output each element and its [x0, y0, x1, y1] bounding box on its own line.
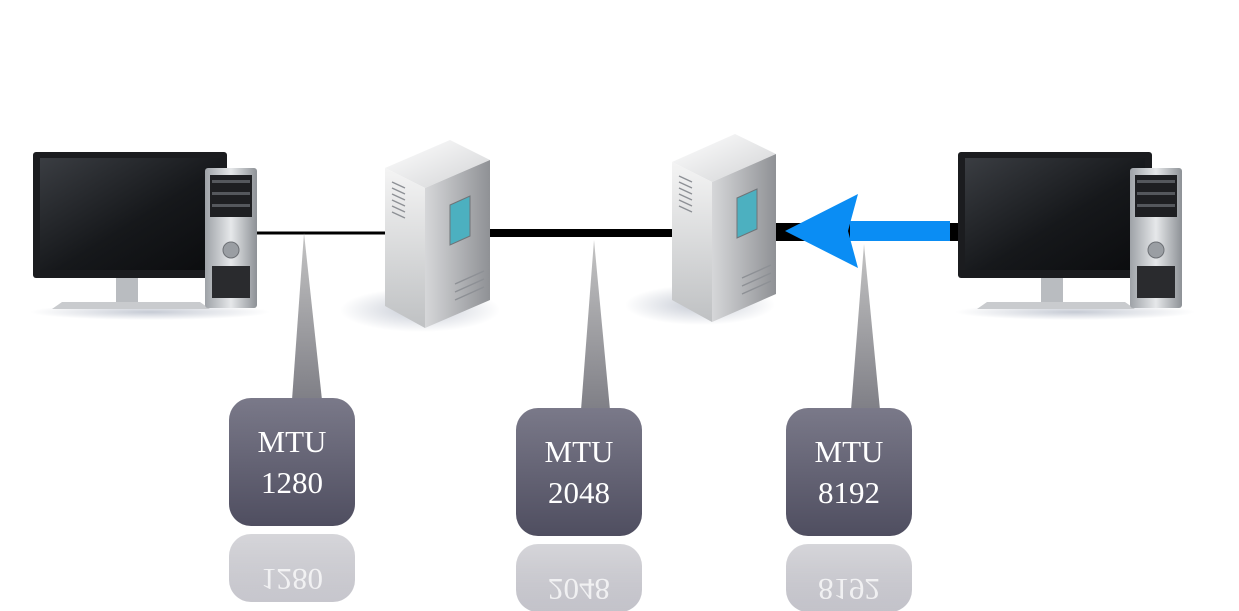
arrow-left-icon — [785, 194, 950, 268]
link-1-label-line1: MTU — [258, 424, 327, 459]
server-router-1-icon — [340, 140, 500, 332]
link-2-callout: MTU 2048 2048 — [512, 240, 647, 611]
link-3-callout: MTU 8192 8192 — [782, 244, 917, 611]
workstation-left-icon — [30, 152, 270, 320]
link-3-label-value: 8192 — [818, 475, 880, 510]
link-1-label-box — [229, 398, 355, 526]
link-1-label-value: 1280 — [261, 465, 323, 500]
link-1-callout: MTU 1280 1280 — [225, 233, 360, 611]
workstation-right-icon — [955, 152, 1195, 320]
link-3-label-box — [786, 408, 912, 536]
link-2-label-value: 2048 — [548, 475, 610, 510]
server-router-2-icon — [625, 134, 776, 325]
link-2-label-box — [516, 408, 642, 536]
link-2-label-line1: MTU — [545, 434, 614, 469]
link-3-label-line1: MTU — [815, 434, 884, 469]
